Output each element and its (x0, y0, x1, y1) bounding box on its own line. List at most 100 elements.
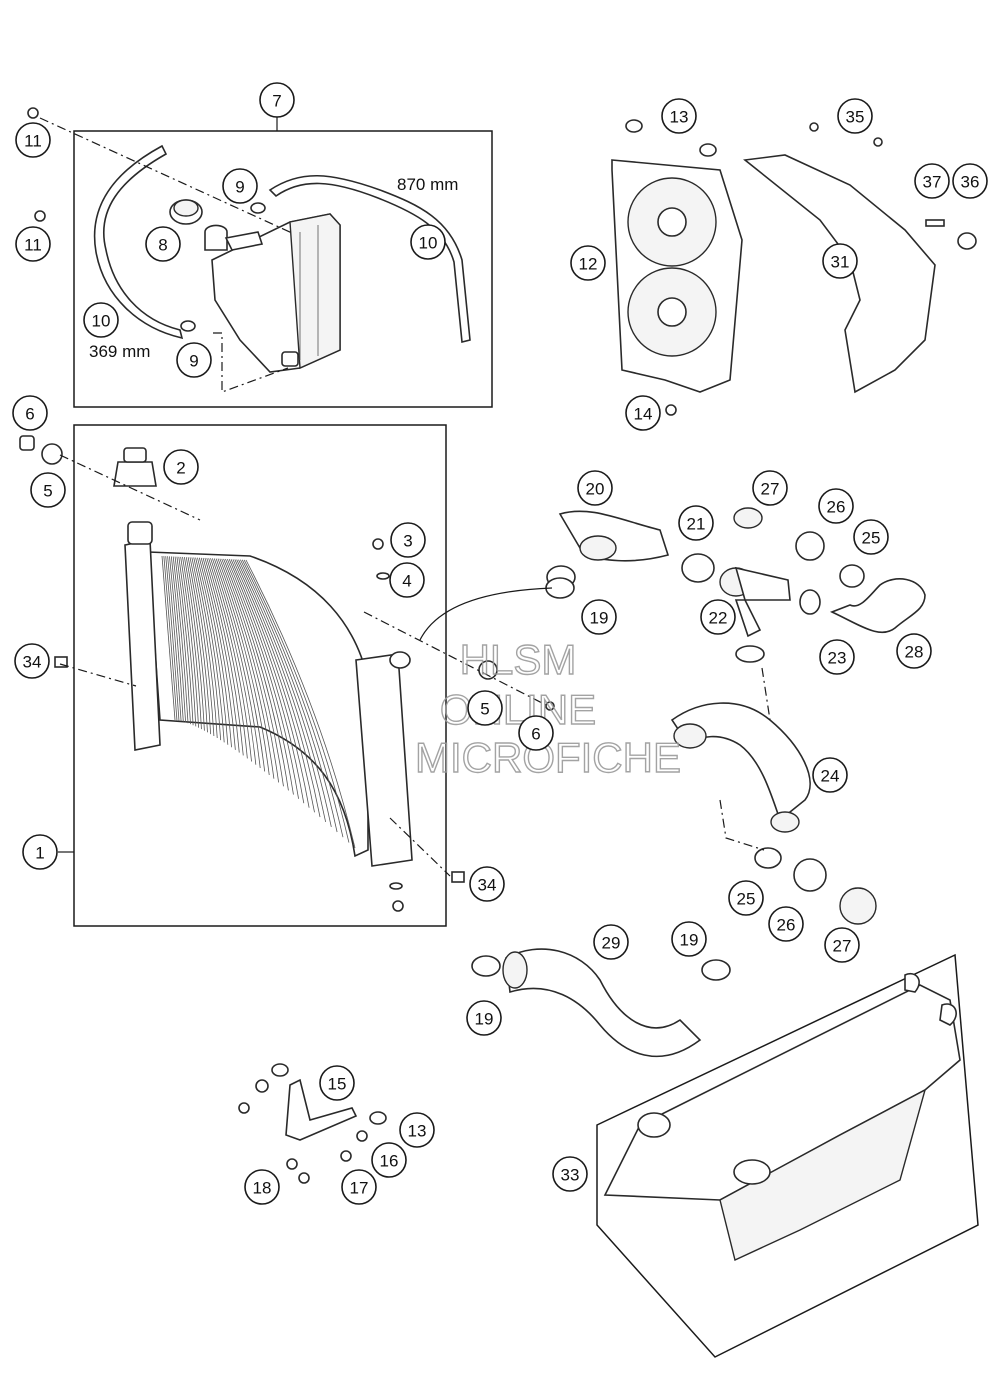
hose-length-label-369: 369 mm (89, 342, 150, 361)
callout-part-3: 3 (390, 522, 426, 558)
callout-part-15: 15 (319, 1065, 355, 1101)
callout-label: 3 (403, 532, 412, 551)
callout-label: 26 (777, 916, 796, 935)
callout-part-22: 22 (700, 599, 736, 635)
callout-part-7: 7 (259, 82, 295, 118)
hose-28 (829, 578, 926, 634)
callout-label: 13 (408, 1122, 427, 1141)
callout-label: 19 (475, 1010, 494, 1029)
callout-label: 17 (350, 1179, 369, 1198)
callout-label: 7 (272, 92, 281, 111)
callout-label: 16 (380, 1152, 399, 1171)
radiator-group-frame (73, 424, 447, 927)
callout-label: 29 (602, 934, 621, 953)
radiator-cap (113, 447, 157, 487)
callout-label: 14 (634, 405, 653, 424)
callout-label: 19 (590, 609, 609, 628)
callout-part-31: 31 (822, 243, 858, 279)
mounting-bracket (238, 1078, 368, 1184)
callout-part-14: 14 (625, 395, 661, 431)
callout-label: 6 (531, 725, 540, 744)
expansion-tank-group-frame (73, 130, 493, 408)
callout-part-13: 13 (661, 98, 697, 134)
callout-label: 10 (419, 234, 438, 253)
callout-label: 11 (24, 132, 42, 151)
callout-part-29: 29 (593, 924, 629, 960)
watermark-line-1: HLSM (460, 636, 577, 683)
callout-part-10: 10 (410, 224, 446, 260)
callout-part-6: 6 (12, 395, 48, 431)
radiator-guard-group-frame (596, 953, 979, 1358)
callout-label: 4 (402, 572, 411, 591)
callout-part-11: 11 (15, 122, 51, 158)
callout-part-20: 20 (577, 470, 613, 506)
callout-label: 22 (709, 609, 728, 628)
callout-label: 25 (737, 890, 756, 909)
callout-part-11: 11 (15, 226, 51, 262)
callout-label: 2 (176, 459, 185, 478)
callout-label: 27 (833, 937, 852, 956)
callout-label: 36 (961, 173, 980, 192)
callout-label: 26 (827, 498, 846, 517)
callout-part-25: 25 (728, 880, 764, 916)
callout-part-8: 8 (145, 226, 181, 262)
callout-part-33: 33 (552, 1156, 588, 1192)
callout-label: 18 (253, 1179, 272, 1198)
callout-label: 9 (189, 352, 198, 371)
callout-part-19: 19 (581, 599, 617, 635)
callout-label: 25 (862, 529, 881, 548)
callout-label: 8 (158, 236, 167, 255)
lower-thermostat-parts (754, 847, 877, 925)
callout-part-24: 24 (812, 757, 848, 793)
callout-part-26: 26 (768, 906, 804, 942)
callout-label: 20 (586, 480, 605, 499)
callout-label: 15 (328, 1075, 347, 1094)
vent-hose-short (93, 144, 184, 340)
callout-label: 31 (831, 253, 850, 272)
callout-part-25: 25 (853, 519, 889, 555)
screws-35-37-spacer-36 (665, 122, 977, 416)
callout-part-17: 17 (341, 1169, 377, 1205)
callout-label: 28 (905, 643, 924, 662)
callout-label: 12 (579, 255, 598, 274)
callout-label: 1 (35, 844, 44, 863)
thermostat-housing (719, 566, 821, 638)
callout-label: 5 (480, 700, 489, 719)
rubber-buffers-13 (271, 119, 717, 1125)
callout-part-10: 10 (83, 302, 119, 338)
callout-label: 19 (680, 931, 699, 950)
callout-label: 10 (92, 312, 111, 331)
callout-label: 35 (846, 108, 865, 127)
rubber-grommets-5-6 (19, 435, 498, 680)
fan-shroud (611, 159, 743, 393)
hose-length-label-870: 870 mm (397, 175, 458, 194)
callout-label: 21 (687, 515, 706, 534)
callout-label: 33 (561, 1166, 580, 1185)
callout-part-6: 6 (518, 715, 554, 751)
callout-part-19: 19 (671, 921, 707, 957)
vent-hose-long (268, 175, 471, 344)
callout-part-34: 34 (469, 866, 505, 902)
callout-part-37: 37 (914, 163, 950, 199)
expansion-tank (204, 213, 341, 373)
callout-part-26: 26 (818, 488, 854, 524)
callout-part-27: 27 (824, 927, 860, 963)
callout-part-19: 19 (466, 1000, 502, 1036)
callout-part-21: 21 (678, 505, 714, 541)
callout-label: 23 (828, 649, 847, 668)
screws-11 (27, 107, 46, 222)
hose-29 (502, 948, 702, 1058)
callout-label: 9 (235, 178, 244, 197)
callout-label: 27 (761, 480, 780, 499)
callout-label: 11 (24, 236, 42, 255)
callout-part-9: 9 (176, 342, 212, 378)
callout-part-18: 18 (244, 1169, 280, 1205)
watermark-line-2: ONLINE (440, 686, 596, 733)
callout-part-12: 12 (570, 245, 606, 281)
callout-label: 5 (43, 482, 52, 501)
small-fasteners (54, 538, 555, 912)
callout-part-34: 34 (14, 643, 50, 679)
thermostat-and-cover (546, 507, 865, 589)
